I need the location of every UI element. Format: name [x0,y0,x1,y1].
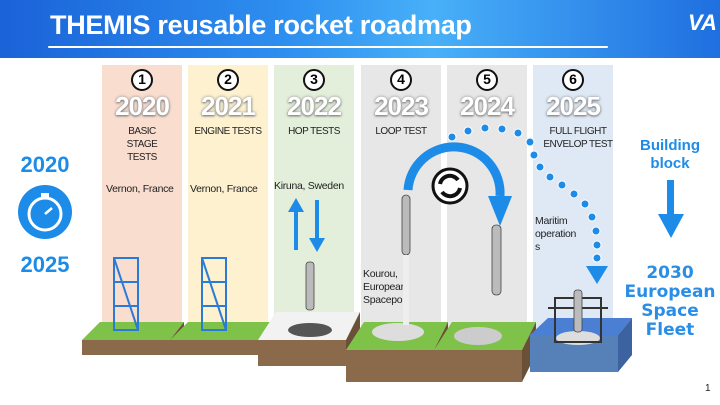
step-phase: BASIC STAGE TESTS [126,126,158,163]
header-banner: THEMIS reusable rocket roadmap VA [0,0,720,58]
step-phase: FULL FLIGHT ENVELOP TEST [543,126,613,150]
step-number: 2 [217,69,239,91]
loop-arc-icon [403,142,505,197]
stopwatch-icon [18,185,72,239]
step-location: Maritim operation s [535,215,577,253]
goal-text: 2030 European Space Fleet [615,264,720,340]
range-end-year: 2025 [20,252,70,277]
step-year: 2020 [115,91,170,121]
test-towers [113,257,227,331]
step-number: 4 [390,69,412,91]
step-location: Kiruna, Sweden [274,180,344,192]
goal-year: 2030 [646,263,694,283]
step-number: 6 [562,69,584,91]
step-column-4: 4 2023 LOOP TEST Kourou, European Spacep… [361,65,441,345]
page-number: 1 [705,383,711,394]
step-year: 2022 [287,91,342,121]
step-number: 1 [131,69,153,91]
step-location: Vernon, France [106,183,174,195]
step-year: 2024 [460,91,515,121]
landing-arrow-icon [586,266,608,284]
step-phase: ENGINE TESTS [194,126,262,137]
step-column-2: 2 2021 ENGINE TESTS Vernon, France [188,65,268,345]
step-year: 2021 [201,91,256,121]
arrow-down-icon [658,214,684,238]
step-phase: HOP TESTS [288,126,340,137]
step-location: Vernon, France [190,183,258,195]
goal-line-1: European [624,282,716,302]
step-number: 5 [476,69,498,91]
company-logo: VA [688,10,717,35]
page-title: THEMIS reusable rocket roadmap [50,10,472,40]
building-block-label: Building block [640,137,700,172]
step-number: 3 [303,69,325,91]
step-phase: LOOP TEST [375,126,427,137]
step-column-5: 5 2024 [447,65,527,345]
trajectory-dots [447,123,602,263]
step-column-1: 1 2020 BASIC STAGE TESTS Vernon, France [102,65,182,345]
step-year: 2025 [546,91,601,121]
step-location: Kourou, European Spaceport [363,268,409,306]
step-year: 2023 [374,91,429,121]
range-start-year: 2020 [20,152,70,177]
goal-line-3: Fleet [645,320,695,340]
launch-bases [82,312,632,382]
title-underline [48,46,608,48]
rockets [305,194,583,333]
goal-line-2: Space [641,301,699,321]
up-down-arrows-icon [288,198,325,252]
